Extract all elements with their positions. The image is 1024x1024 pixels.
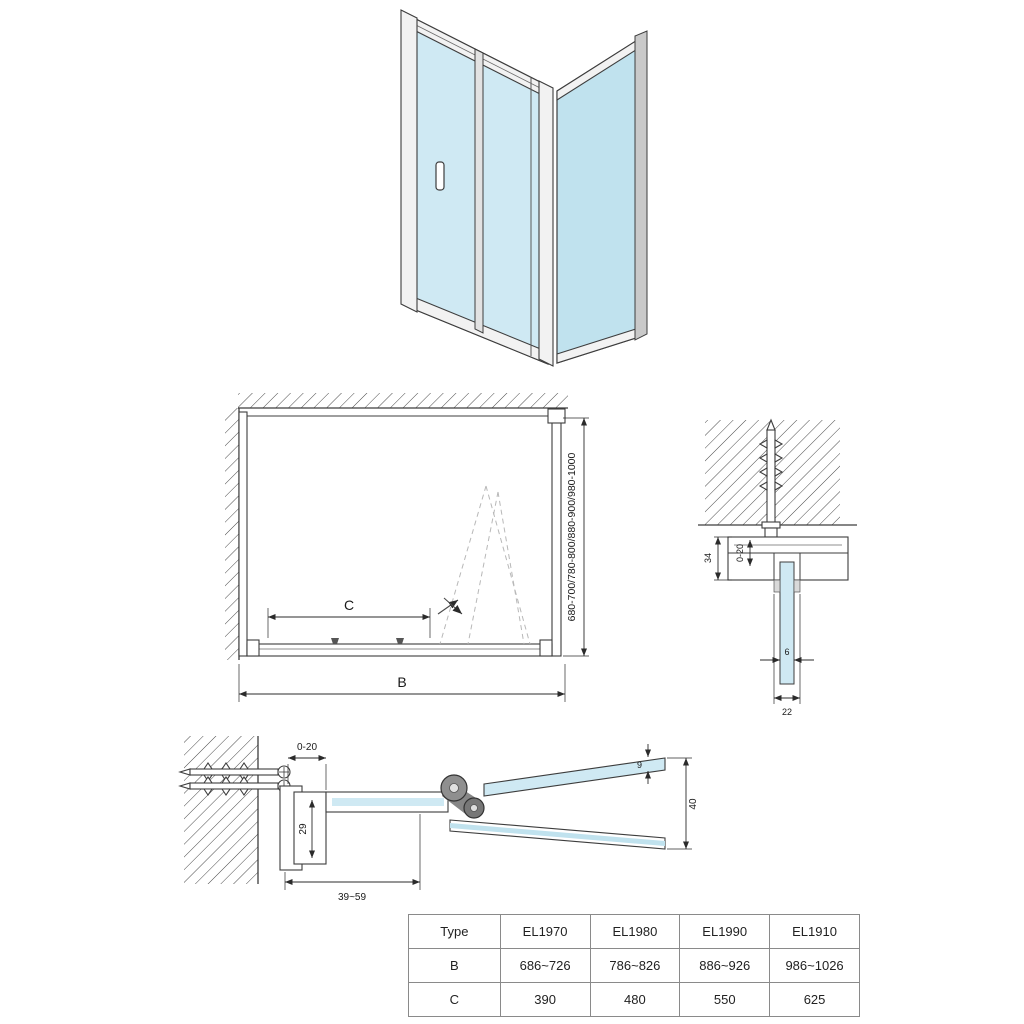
- dim-adjustment-label: 0-20: [735, 544, 745, 562]
- fold-direction-arrow: [443, 597, 463, 615]
- dim-adjustment-label: 0-20: [297, 742, 317, 753]
- dim-b-label: B: [397, 674, 406, 690]
- gasket-left: [773, 579, 781, 593]
- left-wall-hatch: [225, 408, 239, 660]
- dim-total-depth-label: 40: [688, 798, 699, 810]
- gasket-right: [793, 579, 801, 593]
- swing-line: [485, 485, 531, 645]
- spec-table: Type EL1970 EL1980 EL1990 EL1910 B 686~7…: [408, 914, 860, 1017]
- table-cell: 625: [769, 982, 860, 1017]
- door-swing-lines: [437, 485, 531, 645]
- wall-hatch: [225, 393, 568, 660]
- dimension-adjustment: 0-20: [735, 540, 754, 566]
- dimension-profile-height: 34: [703, 536, 732, 581]
- table-cell: 986~1026: [769, 948, 860, 983]
- bottom-left-bracket: [246, 639, 260, 657]
- floor-guide-right: [396, 638, 404, 644]
- door-handle: [435, 161, 445, 191]
- dimension-b: B: [238, 664, 566, 702]
- dim-height-label: 680-700/780-800/880-900/980-1000: [566, 452, 578, 621]
- side-panel-plan: [449, 819, 666, 850]
- table-header-row: Type EL1970 EL1980 EL1990 EL1910: [408, 914, 860, 949]
- anchor-shaft: [766, 429, 776, 527]
- perspective-view: [400, 9, 648, 367]
- dim-profile-width-label: 22: [782, 707, 792, 717]
- glass-pane-section: [779, 561, 795, 685]
- table-cell: 480: [589, 982, 681, 1017]
- table-header-model-2: EL1980: [589, 914, 681, 949]
- dimension-entry-range: 39~59: [284, 814, 421, 903]
- table-row-b: B 686~726 786~826 886~926 986~1026: [408, 948, 860, 983]
- top-wall-hatch: [238, 393, 568, 408]
- table-cell: 886~926: [679, 948, 771, 983]
- swing-line: [439, 485, 487, 645]
- bottom-track: [246, 643, 553, 657]
- top-profile-section: 0-20 34 6 22: [698, 418, 857, 717]
- table-cell: 786~826: [589, 948, 681, 983]
- table-header-model-4: EL1910: [769, 914, 860, 949]
- bottom-right-bracket: [539, 639, 553, 657]
- dimension-adjustment: 0-20: [287, 742, 327, 790]
- enclosure-frame: [238, 408, 566, 657]
- anchor-screw: [758, 418, 784, 538]
- table-cell: 550: [679, 982, 771, 1017]
- anchor-screws: [178, 762, 291, 796]
- dim-entry-range-label: 39~59: [338, 892, 367, 903]
- table-header-model-3: EL1990: [679, 914, 771, 949]
- table-header-type: Type: [408, 914, 501, 949]
- table-cell: 390: [499, 982, 591, 1017]
- wall-hatch: [184, 736, 258, 884]
- table-row-label: C: [408, 982, 501, 1017]
- side-panel-end-profile: [634, 30, 648, 341]
- dimension-profile-depth: 29: [298, 800, 316, 858]
- side-panel: [556, 30, 648, 364]
- door-fold-mullion: [474, 48, 484, 334]
- corner-bracket: [547, 408, 566, 424]
- table-row-c: C 390 480 550 625: [408, 982, 860, 1017]
- dimension-total-depth: 40: [667, 757, 699, 850]
- door-leaf-2-glass: [483, 757, 666, 797]
- dimension-c: C: [267, 597, 431, 638]
- leaf1-glass: [332, 798, 444, 806]
- wall-profile: [238, 411, 248, 657]
- swing-line: [497, 491, 525, 645]
- side-panel-glass-strip: [450, 823, 665, 846]
- door-leaf-1: [325, 791, 449, 813]
- dim-profile-depth-label: 29: [298, 823, 309, 835]
- door-corner-stile: [538, 80, 554, 367]
- fold-direction-arrow: [437, 599, 459, 615]
- floor-guide-left: [331, 638, 339, 644]
- dim-glass-thickness-label: 6: [784, 647, 789, 657]
- swing-line: [467, 491, 499, 645]
- front-elevation: C B 680-700/780-800/880-900/980-1000: [225, 393, 589, 702]
- dimension-glass-thickness: 9: [637, 744, 652, 784]
- plan-section: 0-20 29 39~59 40 9: [178, 736, 699, 903]
- dimension-profile-width: 22: [773, 594, 801, 717]
- folding-door: [400, 9, 554, 367]
- table-cell: 686~726: [499, 948, 591, 983]
- anchor-head: [764, 527, 778, 538]
- door-wall-stile: [400, 9, 418, 313]
- dimension-glass-thickness: 6: [760, 647, 814, 664]
- table-header-model-1: EL1970: [499, 914, 591, 949]
- anchor-washer: [761, 521, 781, 529]
- dim-glass-thickness-label: 9: [637, 760, 642, 770]
- dim-profile-height-label: 34: [703, 553, 713, 563]
- spec-table-wrap: Type EL1970 EL1980 EL1990 EL1910 B 686~7…: [408, 914, 860, 1017]
- table-row-label: B: [408, 948, 501, 983]
- dim-c-label: C: [344, 597, 354, 613]
- fold-hinge: [440, 774, 485, 819]
- corner-profile: [551, 415, 562, 657]
- dimension-height: 680-700/780-800/880-900/980-1000: [563, 417, 589, 657]
